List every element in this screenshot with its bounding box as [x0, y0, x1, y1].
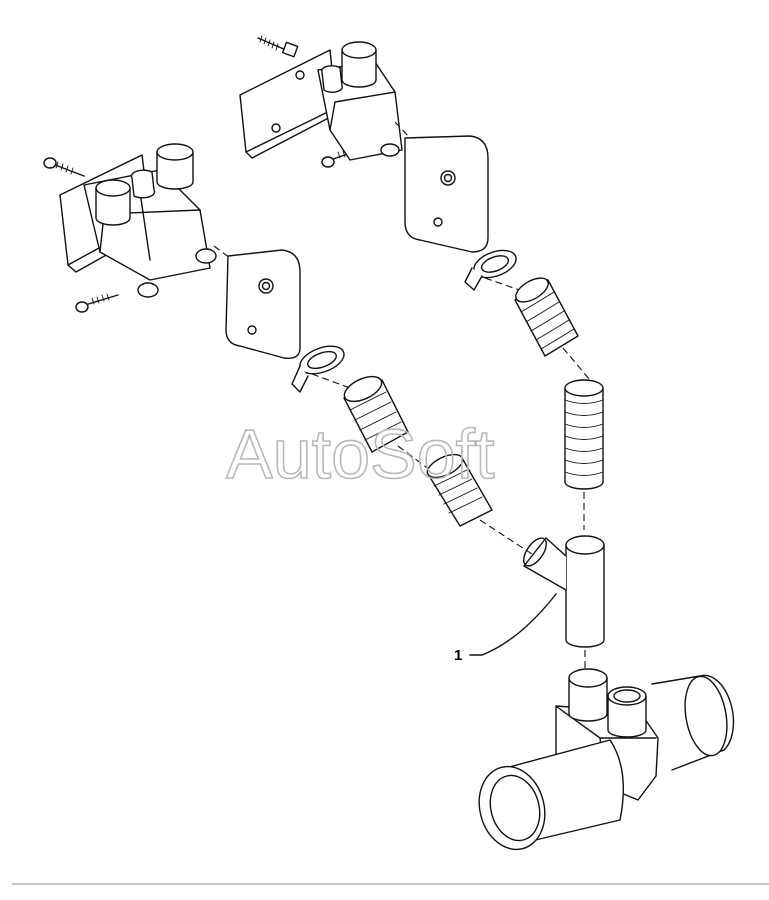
callout-leader — [469, 593, 557, 656]
cover-box-upper — [404, 135, 489, 253]
screw-icon — [43, 157, 85, 177]
cover-box-left — [225, 249, 301, 359]
spigot-left-a — [156, 151, 194, 190]
mounting-plate-upper — [239, 49, 337, 153]
t-junction-body — [478, 668, 735, 851]
callout-number: 1 — [454, 647, 462, 664]
hose-clamp-upper — [464, 249, 517, 291]
corrugated-tube-vertical — [564, 379, 604, 490]
corrugated-hose-left-b — [426, 453, 493, 527]
upper-valve-assembly — [239, 35, 591, 381]
screw-icon — [257, 35, 299, 58]
corrugated-hose-left-a — [343, 375, 409, 453]
spigot-upper — [341, 49, 377, 88]
corrugated-hose-upper — [514, 277, 579, 357]
spigot-bottom-a — [568, 677, 608, 722]
spigot-left-b — [95, 187, 131, 226]
screw-icon — [75, 293, 119, 313]
spigot-bottom-b — [607, 695, 647, 738]
lower-valve-assembly — [43, 143, 533, 555]
hose-clamp-left — [291, 345, 345, 393]
watermark-text: AutoSoft — [226, 415, 495, 493]
y-branch-connector — [523, 535, 605, 678]
